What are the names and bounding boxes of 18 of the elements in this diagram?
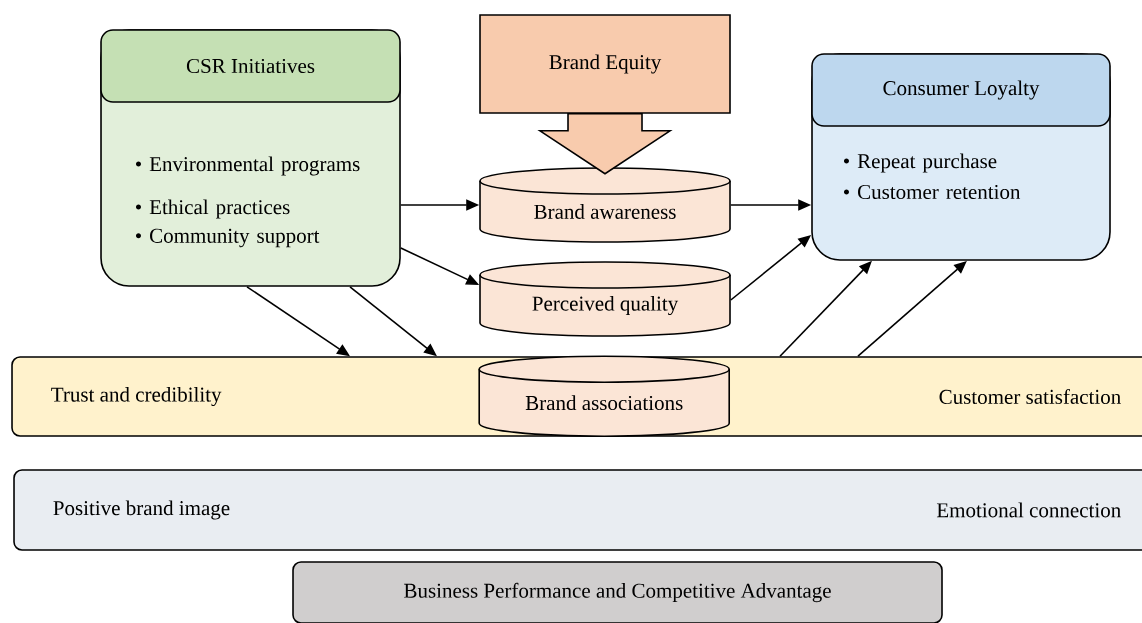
bullet-item: • Ethical practices xyxy=(136,199,290,219)
bullet-item: • Repeat purchase xyxy=(844,153,997,173)
band-label: Emotional connection xyxy=(936,502,1121,518)
cylinder: Perceived quality xyxy=(479,261,731,337)
band-label: Positive brand image xyxy=(53,500,230,520)
bullet-item: • Environmental programs xyxy=(136,156,360,176)
box: Brand Equity xyxy=(479,14,731,114)
block-arrow xyxy=(537,113,673,175)
bullet-item: • Community support xyxy=(136,228,320,248)
bullet-item: • Customer retention xyxy=(844,184,1021,200)
band-label: Customer satisfaction xyxy=(939,389,1121,404)
card-header: Consumer Loyalty xyxy=(811,53,1111,127)
band xyxy=(13,469,1142,551)
box: Business Performance and Competitive Advantage xyxy=(292,561,943,623)
band-label: Trust and credibility xyxy=(51,386,222,407)
cylinder: Brand associations xyxy=(478,355,730,437)
card-header: CSR Initiatives xyxy=(100,29,401,103)
cylinder: Brand awareness xyxy=(479,167,731,243)
